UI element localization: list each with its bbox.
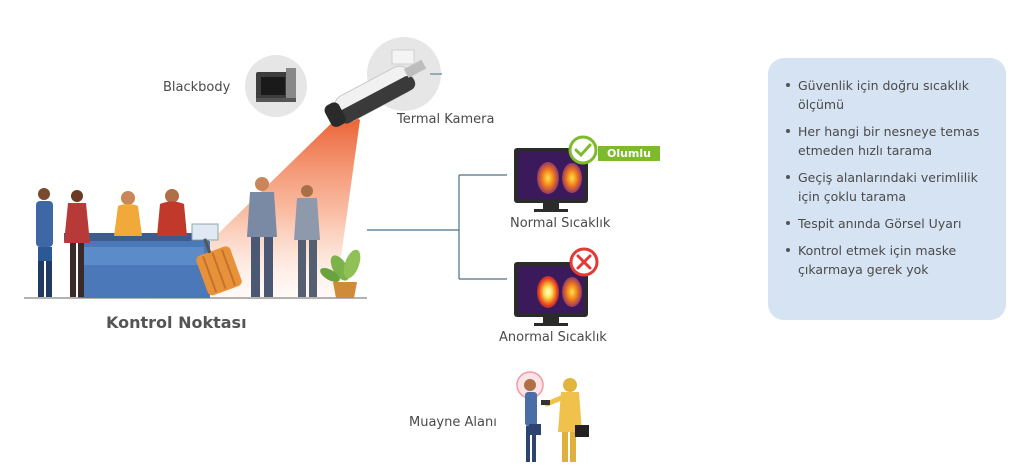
officer-figure	[114, 189, 187, 236]
feature-panel: Güvenlik için doğru sıcaklık ölçümü Her …	[768, 58, 1006, 320]
list-item: Kontrol etmek için maske çıkarmaya gerek…	[784, 241, 994, 279]
passenger-figures-right	[247, 177, 320, 297]
blackbody-label: Blackbody	[163, 80, 231, 95]
checkpoint-title: Kontrol Noktası	[106, 313, 247, 332]
blackbody-icon	[245, 55, 307, 117]
connector-lines	[367, 174, 507, 280]
list-item: Her hangi bir nesneye temas etmeden hızl…	[784, 122, 994, 160]
inspection-area-label: Muayne Alanı	[409, 415, 497, 430]
monitor-icon	[514, 262, 588, 326]
suitcase-icon	[196, 238, 242, 296]
checkpoint-counter	[64, 223, 219, 298]
list-item: Güvenlik için doğru sıcaklık ölçümü	[784, 76, 994, 114]
plant-icon	[320, 249, 361, 298]
passenger-figures-left	[36, 188, 90, 297]
feature-list: Güvenlik için doğru sıcaklık ölçümü Her …	[784, 76, 994, 279]
list-item: Geçiş alanlarındaki verimlilik için çokl…	[784, 168, 994, 206]
cross-icon	[569, 247, 599, 277]
inspection-figures	[516, 371, 589, 462]
list-item: Tespit anında Görsel Uyarı	[784, 214, 994, 233]
thermal-camera-icon	[324, 59, 427, 127]
monitor-icon	[514, 148, 588, 212]
thermometer-gun-icon	[541, 400, 550, 405]
check-icon	[568, 135, 598, 165]
ok-badge: Olumlu	[598, 146, 660, 161]
thermal-camera-label: Termal Kamera	[397, 112, 495, 127]
abnormal-temp-label: Anormal Sıcaklık	[499, 330, 607, 345]
normal-temp-label: Normal Sıcaklık	[510, 216, 611, 231]
